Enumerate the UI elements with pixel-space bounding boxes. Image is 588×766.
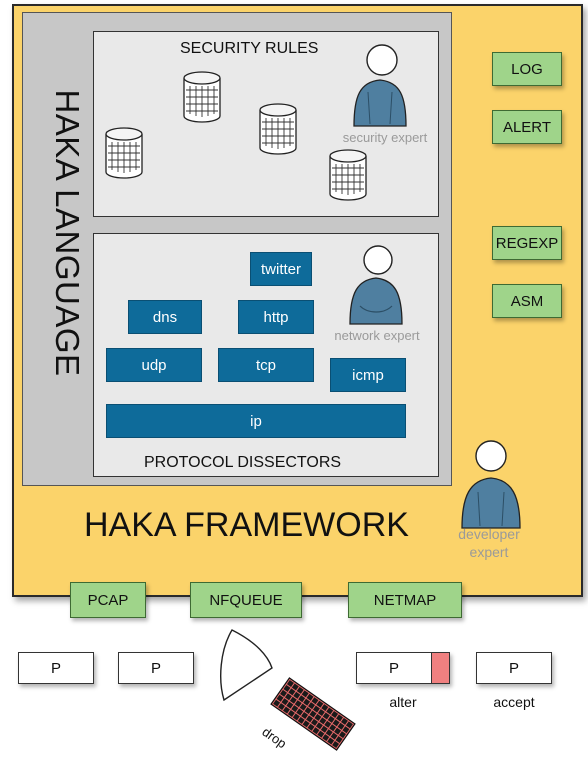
security-rules-title: SECURITY RULES	[180, 40, 319, 57]
developer-expert-label-line1: developer	[458, 526, 520, 542]
protocol-icmp: icmp	[330, 358, 406, 392]
database-icon	[259, 103, 297, 155]
module-pcap: PCAP	[70, 582, 146, 618]
alter-label: alter	[389, 694, 417, 710]
database-icon	[183, 71, 221, 123]
packet-accepted: P	[476, 652, 552, 684]
protocol-dns: dns	[128, 300, 202, 334]
module-alert: ALERT	[492, 110, 562, 144]
packet-altered: P	[356, 652, 450, 684]
person-icon	[353, 44, 407, 127]
drop-label: drop	[259, 724, 290, 752]
database-icon	[105, 127, 143, 179]
packet: P	[118, 652, 194, 684]
packet: P	[18, 652, 94, 684]
developer-expert-label-line2: expert	[469, 544, 509, 560]
database-icon	[329, 149, 367, 201]
security-rules-panel: SECURITY RULES	[93, 31, 439, 217]
module-asm: ASM	[492, 284, 562, 318]
protocol-udp: udp	[106, 348, 202, 382]
haka-framework-box: HAKA LANGUAGE SECURITY RULES	[12, 4, 583, 597]
haka-language-label: HAKA LANGUAGE	[49, 89, 86, 377]
person-icon	[461, 440, 521, 529]
packet-label: P	[389, 659, 400, 677]
network-expert-label: network expert	[334, 328, 420, 343]
module-nfqueue: NFQUEUE	[190, 582, 302, 618]
haka-framework-label: HAKA FRAMEWORK	[84, 506, 409, 544]
altered-segment	[431, 653, 449, 683]
module-log: LOG	[492, 52, 562, 86]
protocol-ip: ip	[106, 404, 406, 438]
haka-language-box: HAKA LANGUAGE SECURITY RULES	[22, 12, 452, 486]
accept-label: accept	[493, 694, 535, 710]
module-regexp: REGEXP	[492, 226, 562, 260]
gate-icon	[220, 629, 273, 702]
drop-label-wrap: drop	[259, 724, 308, 751]
person-icon	[349, 245, 403, 325]
protocol-twitter: twitter	[250, 252, 312, 286]
dropped-packet-icon	[270, 677, 356, 751]
protocol-http: http	[238, 300, 314, 334]
protocol-tcp: tcp	[218, 348, 314, 382]
protocol-dissectors-panel: twitter dns http udp tcp icmp ip network…	[93, 233, 439, 477]
protocol-dissectors-title: PROTOCOL DISSECTORS	[144, 454, 342, 471]
security-expert-label: security expert	[342, 130, 428, 145]
module-netmap: NETMAP	[348, 582, 462, 618]
